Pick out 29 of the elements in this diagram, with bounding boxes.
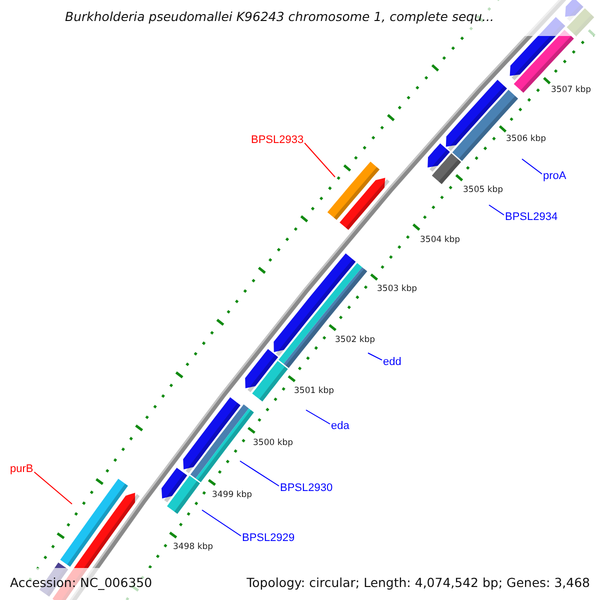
gene-label: eda: [331, 420, 350, 433]
gene-label: proA: [543, 170, 566, 183]
scale-label: 3504 kbp: [420, 235, 460, 245]
scale-label: 3507 kbp: [551, 85, 592, 95]
scale-label: 3503 kbp: [377, 284, 418, 294]
map-title: Burkholderia pseudomallei K96243 chromosome 1, complete sequ...: [65, 9, 494, 24]
leader-line: [368, 352, 382, 360]
sequence-info-text: Topology: circular; Length: 4,074,542 bp; Genes: 3,468: [246, 575, 590, 590]
scale-label: 3501 kbp: [294, 386, 334, 396]
scale-label: 3500 kbp: [253, 438, 294, 448]
gene-label: BPSL2933: [251, 134, 304, 147]
gene-label: edd: [383, 356, 402, 369]
gene-label: BPSL2934: [505, 211, 558, 224]
gene-label: BPSL2930: [280, 482, 333, 495]
leader-line: [34, 472, 72, 504]
leader-line: [488, 204, 504, 216]
leader-line: [202, 510, 242, 536]
scale-label: 3506 kbp: [506, 134, 546, 144]
accession-text: Accession: NC_006350: [10, 575, 152, 590]
leader-line: [240, 460, 280, 486]
leader-line: [304, 142, 336, 178]
leader-line: [306, 410, 330, 424]
leader-line: [522, 158, 542, 174]
gene-label: BPSL2929: [242, 532, 295, 545]
gene-label: purB: [10, 463, 34, 476]
scale-label: 3499 kbp: [212, 490, 252, 500]
scale-label: 3498 kbp: [173, 542, 214, 552]
scale-label: 3502 kbp: [335, 335, 376, 345]
scale-label: 3505 kbp: [463, 185, 504, 195]
